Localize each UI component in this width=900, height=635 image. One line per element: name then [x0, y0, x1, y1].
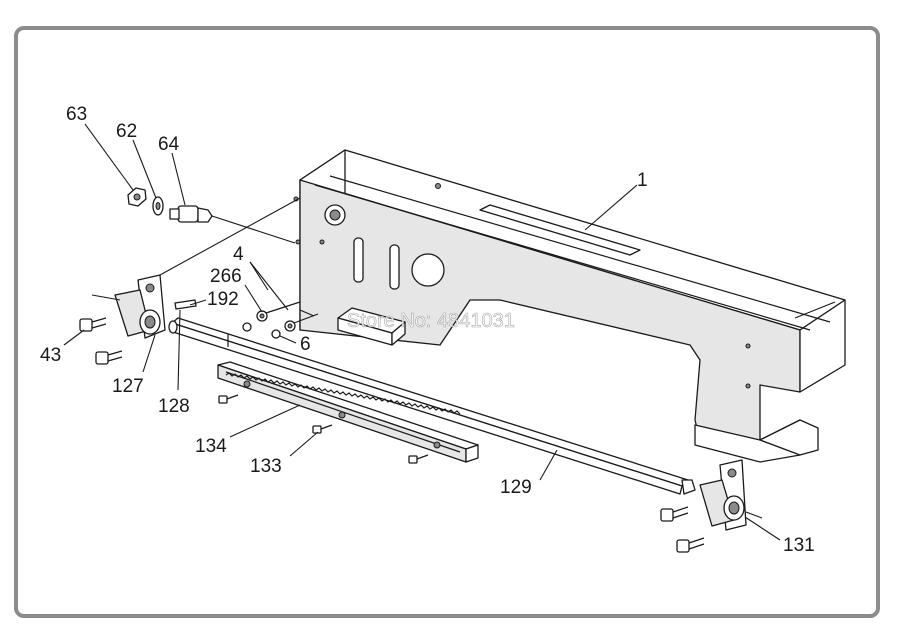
rack-screw-left — [218, 394, 239, 404]
callout-131: 131 — [783, 535, 815, 556]
washer-part — [152, 196, 164, 216]
callout-128: 128 — [158, 396, 190, 417]
left-bracket-part — [91, 197, 301, 339]
leadscrew-part — [168, 317, 696, 495]
callout-1: 1 — [637, 170, 648, 191]
adjuster-screws-part — [242, 301, 319, 339]
rack-screw-middle — [312, 424, 333, 434]
callout-127: 127 — [112, 376, 144, 397]
right-bracket-screw-upper — [660, 506, 689, 522]
callout-62: 62 — [116, 121, 137, 142]
callout-192: 192 — [207, 289, 239, 310]
rack-part — [217, 361, 479, 463]
right-bracket-part — [699, 459, 763, 531]
eccentric-pin-part — [169, 205, 296, 244]
callout-64: 64 — [158, 134, 180, 155]
callout-labels: 63 62 64 1 4 266 192 43 6 127 128 134 13… — [40, 104, 815, 556]
callout-63: 63 — [66, 104, 87, 125]
right-bracket-screw-lower — [676, 537, 705, 553]
store-watermark: Store No: 4841031 — [347, 310, 515, 332]
rack-screw-right — [408, 454, 429, 464]
leader-lines — [63, 123, 781, 541]
shaft-key-part — [174, 299, 197, 310]
hex-nut-part — [127, 187, 147, 207]
bracket-screw-lower — [95, 350, 123, 365]
callout-129: 129 — [500, 477, 532, 498]
lathe-bed-part — [293, 149, 846, 463]
callout-266: 266 — [210, 266, 242, 287]
callout-4: 4 — [233, 244, 244, 265]
callout-134: 134 — [195, 436, 227, 457]
callout-43: 43 — [40, 345, 61, 366]
callout-6: 6 — [300, 334, 311, 355]
bracket-screw-upper — [79, 317, 107, 332]
callout-133: 133 — [250, 456, 282, 477]
